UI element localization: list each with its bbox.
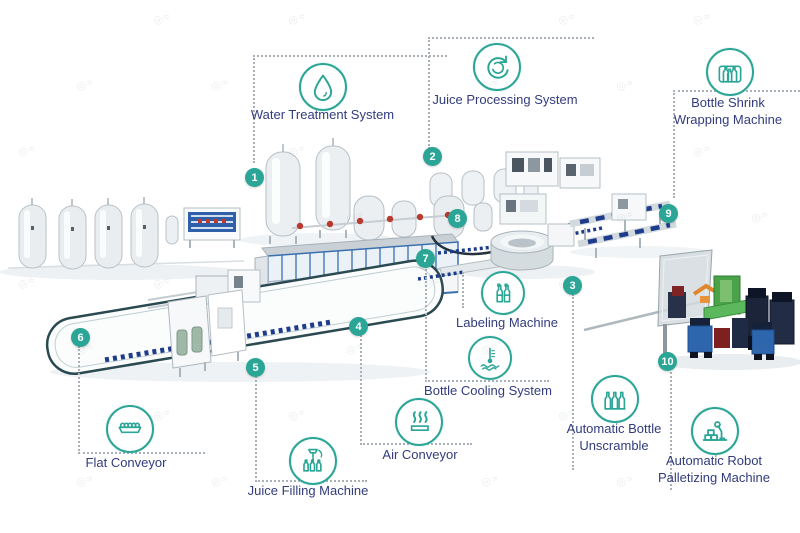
processing-machines <box>499 151 601 225</box>
callout-label: Automatic Robot Palletizing Machine <box>657 453 770 485</box>
palletizer-cell <box>583 249 795 360</box>
callout-label: Water Treatment System <box>250 107 395 122</box>
callout-label: Flat Conveyor <box>85 455 167 470</box>
water-drop-icon <box>299 63 347 111</box>
callout-label: Juice Processing System <box>432 92 578 107</box>
callout-label: Juice Filling Machine <box>247 483 369 498</box>
station-badge-5: 5 <box>246 358 265 377</box>
flat-conveyor-icon <box>106 405 154 453</box>
callout-label: Labeling Machine <box>456 315 558 330</box>
shrink-wrapper-area <box>569 193 677 258</box>
labeled-bottles-icon <box>481 271 525 315</box>
callout-label: Bottle Cooling System <box>424 383 552 398</box>
callout-label: Air Conveyor <box>382 447 458 462</box>
bottle-packs-upper <box>579 203 663 225</box>
station-badge-3: 3 <box>563 276 582 295</box>
callout-label: Bottle Shrink Wrapping Machine <box>673 95 783 127</box>
big-tanks <box>265 138 351 244</box>
station-badge-9: 9 <box>659 204 678 223</box>
water-treatment-tanks <box>7 197 245 270</box>
robot-arm <box>692 283 718 296</box>
station-badge-7: 7 <box>416 249 435 268</box>
filling-bottles-icon <box>289 437 337 485</box>
station-badge-4: 4 <box>349 317 368 336</box>
station-badge-6: 6 <box>71 328 90 347</box>
bottle-packs-lower <box>587 222 671 245</box>
station-badge-8: 8 <box>448 209 467 228</box>
robot-arm-icon <box>691 407 739 455</box>
station-badge-2: 2 <box>423 147 442 166</box>
wrapped-bottles-icon <box>706 48 754 96</box>
accumulation-table <box>490 223 575 271</box>
control-panel <box>183 207 241 248</box>
recycle-arrows-icon <box>473 43 521 91</box>
rinser-modules <box>147 269 261 377</box>
bottles-icon <box>591 375 639 423</box>
callout-label: Automatic Bottle Unscramble <box>566 421 662 453</box>
thermometer-icon <box>468 336 512 380</box>
air-flow-icon <box>395 398 443 446</box>
station-badge-10: 10 <box>658 352 677 371</box>
station-badge-1: 1 <box>245 168 264 187</box>
agv-blue <box>687 325 713 353</box>
